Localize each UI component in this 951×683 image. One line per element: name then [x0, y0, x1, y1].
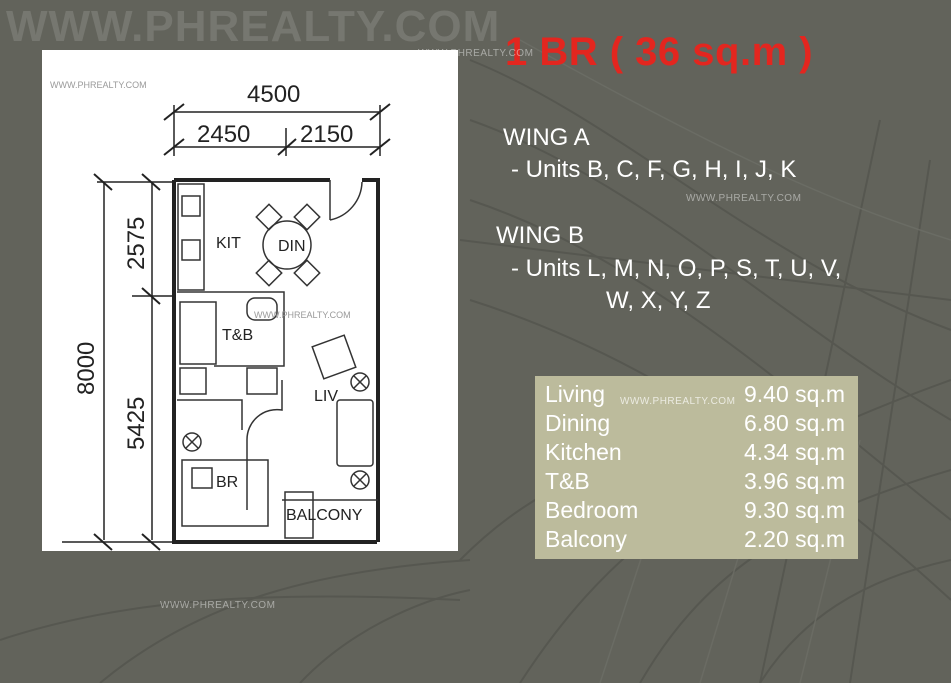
wing-b-units-line1: - Units L, M, N, O, P, S, T, U, V, [511, 255, 842, 282]
area-name: T&B [545, 468, 590, 494]
area-value: 3.96 sq.m [744, 468, 845, 494]
watermark-top: WWW.PHREALTY.COM [6, 2, 501, 51]
area-table: Living 9.40 sq.m Dining 6.80 sq.m Kitche… [535, 376, 858, 559]
room-label-kit: KIT [216, 235, 241, 252]
area-row: Bedroom 9.30 sq.m [535, 495, 858, 524]
wing-b-units-line2: W, X, Y, Z [606, 287, 711, 314]
area-name: Bedroom [545, 497, 639, 523]
area-name: Living [545, 381, 606, 407]
dim-left-width: 2450 [197, 121, 250, 148]
dim-total-depth: 8000 [73, 342, 100, 395]
room-label-br: BR [216, 474, 238, 491]
dim-top-depth: 2575 [123, 217, 150, 270]
page-title: 1 BR ( 36 sq.m ) [505, 30, 814, 74]
area-name: Kitchen [545, 439, 622, 465]
plan-watermark-1: WWW.PHREALTY.COM [50, 80, 147, 90]
area-row: Kitchen 4.34 sq.m [535, 437, 858, 466]
watermark-small-top: WWW.PHREALTY.COM [418, 48, 534, 59]
watermark-small-bottom: WWW.PHREALTY.COM [160, 600, 276, 611]
wing-a-units: - Units B, C, F, G, H, I, J, K [511, 156, 797, 183]
room-label-tb: T&B [222, 327, 253, 344]
area-name: Balcony [545, 526, 627, 552]
area-row: Balcony 2.20 sq.m [535, 524, 858, 553]
room-label-din: DIN [278, 238, 306, 255]
area-row: T&B 3.96 sq.m [535, 466, 858, 495]
wing-b-heading: WING B [496, 222, 584, 249]
area-value: 9.40 sq.m [744, 381, 845, 407]
wing-a-heading: WING A [503, 124, 590, 151]
dim-bottom-depth: 5425 [123, 397, 150, 450]
floor-plan-panel: 4500 2450 2150 8000 2575 5425 KIT DIN T&… [42, 50, 458, 551]
watermark-small-wing: WWW.PHREALTY.COM [686, 193, 802, 204]
watermark-small-table: WWW.PHREALTY.COM [620, 396, 736, 407]
plan-watermark-2: WWW.PHREALTY.COM [254, 310, 351, 320]
area-value: 4.34 sq.m [744, 439, 845, 465]
area-value: 9.30 sq.m [744, 497, 845, 523]
floor-plan-drawing: 4500 2450 2150 8000 2575 5425 KIT DIN T&… [50, 80, 391, 551]
area-row: Dining 6.80 sq.m [535, 408, 858, 437]
area-row: Living 9.40 sq.m [535, 379, 858, 408]
room-label-liv: LIV [314, 388, 338, 405]
room-label-balcony: BALCONY [286, 507, 363, 524]
area-value: 6.80 sq.m [744, 410, 845, 436]
dim-total-width: 4500 [247, 81, 300, 108]
area-value: 2.20 sq.m [744, 526, 845, 552]
area-name: Dining [545, 410, 611, 436]
dim-right-width: 2150 [300, 121, 353, 148]
